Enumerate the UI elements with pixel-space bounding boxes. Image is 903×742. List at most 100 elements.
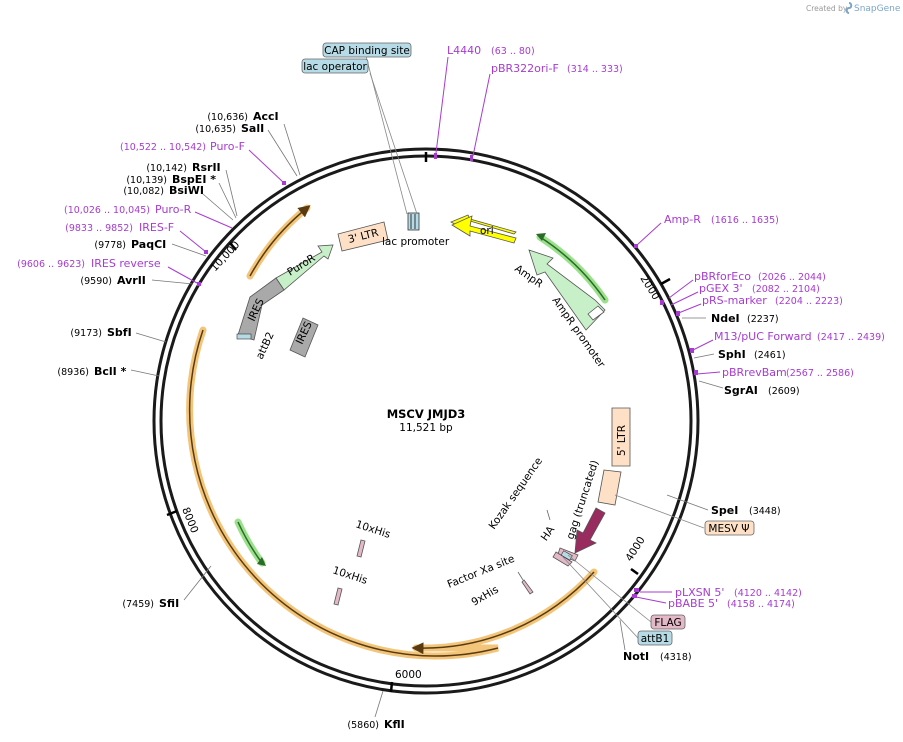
orf-arc-green-left xyxy=(234,518,266,567)
credit-brand: SnapGene xyxy=(854,4,901,14)
primer-pbrforeco-range: (2026 .. 2044) xyxy=(758,272,826,283)
primer-l4440-range: (63 .. 80) xyxy=(491,46,535,57)
tick-label-10000: 10,000 xyxy=(208,239,242,274)
site-paqci: (9778) PaqCI xyxy=(94,238,207,257)
his9-label: 9xHis xyxy=(470,584,501,609)
tick-10000: 10,000 xyxy=(208,239,242,274)
cap-binding-site: CAP binding site xyxy=(322,42,412,215)
site-paqci-name: PaqCI xyxy=(131,238,166,251)
primer-puro-f: (10,522 .. 10,542) Puro-F xyxy=(120,140,286,185)
site-acci: (10,636) AccI xyxy=(207,110,301,176)
site-avrii-name: AvrII xyxy=(117,274,146,287)
site-bcli-name: BclI * xyxy=(94,365,127,378)
site-kfli: (5860) KflI xyxy=(347,690,405,731)
tick-6000: 6000 xyxy=(389,669,422,693)
his10-feature-1: 10xHis xyxy=(354,518,392,558)
site-sphi-pos: (2461) xyxy=(754,350,786,361)
plasmid-name: MSCV JMJD3 xyxy=(387,407,466,421)
primer-pbr322ori-f-name: pBR322ori-F xyxy=(491,62,559,75)
primer-prs-marker: pRS-marker (2204 .. 2223) xyxy=(660,294,843,316)
gag-feature: gag (truncated) xyxy=(564,459,606,554)
flag-label: FLAG xyxy=(654,617,681,629)
site-spei-pos: (3448) xyxy=(749,506,781,517)
lac-promoter-feature: lac promoter xyxy=(382,212,450,248)
site-sali-name: SalI xyxy=(241,122,264,135)
site-bspei: (10,139) BspEI * xyxy=(126,173,237,219)
kozak-label: Kozak sequence xyxy=(487,455,545,531)
ires-feature-2: IRES xyxy=(289,317,319,358)
ori-feature: ori xyxy=(450,214,517,244)
factorxa-label: Factor Xa site xyxy=(446,553,517,591)
primer-pbabe5-name: pBABE 5' xyxy=(668,597,718,610)
primer-ires-reverse-name: IRES reverse xyxy=(91,257,161,270)
primer-puro-f-range: (10,522 .. 10,542) xyxy=(120,142,206,153)
site-rsrii: (10,142) RsrII xyxy=(146,161,238,217)
orf-arc-bottom xyxy=(411,568,598,655)
primer-amp-r: Amp-R (1616 .. 1635) xyxy=(634,213,779,248)
tick-2000: 2000 xyxy=(637,273,671,302)
site-sgrai-pos: (2609) xyxy=(768,386,800,397)
tick-label-8000: 8000 xyxy=(179,506,200,535)
orf-arc-large xyxy=(186,326,499,660)
primer-ires-f-range: (9833 .. 9852) xyxy=(65,223,133,234)
primer-ires-reverse: (9606 .. 9623) IRES reverse xyxy=(17,257,201,286)
cap-binding-site-label: CAP binding site xyxy=(324,45,410,57)
site-sbfi-pos: (9173) xyxy=(70,328,102,339)
primer-pbabe5: pBABE 5' (4158 .. 4174) xyxy=(632,594,795,610)
site-paqci-pos: (9778) xyxy=(94,240,126,251)
mesv-psi-label: MESV Ψ xyxy=(708,523,749,535)
site-bsiwi-pos: (10,082) xyxy=(123,186,164,197)
site-ndei-pos: (2237) xyxy=(747,314,779,325)
site-sphi: SphI (2461) xyxy=(693,348,786,361)
attb1: attB1 xyxy=(561,555,673,646)
site-bspei-name: BspEI * xyxy=(172,173,216,186)
mesv-psi: MESV Ψ xyxy=(614,494,755,536)
site-ndei: NdeI (2237) xyxy=(682,312,779,325)
site-acci-pos: (10,636) xyxy=(207,112,248,123)
primer-l4440: L4440 (63 .. 80) xyxy=(434,44,535,159)
primer-puro-r-name: Puro-R xyxy=(155,203,192,216)
primer-puro-f-name: Puro-F xyxy=(210,140,245,153)
site-noti: NotI (4318) xyxy=(619,619,692,663)
site-sali-pos: (10,635) xyxy=(195,124,236,135)
lac-operator-label: lac operator xyxy=(303,61,367,73)
flag: FLAG xyxy=(567,554,686,630)
primer-amp-r-range: (1616 .. 1635) xyxy=(711,215,779,226)
primer-ires-f-name: IRES-F xyxy=(139,221,174,234)
primer-pbrforeco: pBRforEco (2026 .. 2044) xyxy=(668,270,826,299)
primer-plxsn5: pLXSN 5' (4120 .. 4142) xyxy=(634,586,802,599)
primer-pbabe5-range: (4158 .. 4174) xyxy=(727,599,795,610)
primer-ires-f: (9833 .. 9852) IRES-F xyxy=(65,221,208,254)
tick-label-4000: 4000 xyxy=(623,535,647,564)
primer-pbrforeco-name: pBRforEco xyxy=(694,270,751,283)
site-bcli-pos: (8936) xyxy=(57,367,89,378)
site-spei-name: SpeI xyxy=(711,504,738,517)
site-avrii: (9590) AvrII xyxy=(80,274,194,287)
site-sbfi-name: SbfI xyxy=(107,326,132,339)
site-bsiwi-name: BsiWI xyxy=(169,184,204,197)
his10-label-2: 10xHis xyxy=(331,564,369,586)
plasmid-size: 11,521 bp xyxy=(399,422,453,434)
primer-prs-marker-range: (2204 .. 2223) xyxy=(775,296,843,307)
site-bcli: (8936) BclI * xyxy=(57,365,160,378)
primer-ires-reverse-range: (9606 .. 9623) xyxy=(17,259,85,270)
lac-operator: lac operator xyxy=(301,58,418,215)
ha-label: HA xyxy=(539,523,558,543)
primer-m13puc-forward: M13/pUC Forward (2417 .. 2439) xyxy=(690,330,885,353)
his10-feature-2: 10xHis xyxy=(331,564,369,606)
tick-label-6000: 6000 xyxy=(395,669,422,681)
site-noti-name: NotI xyxy=(623,650,649,663)
site-sbfi: (9173) SbfI xyxy=(70,326,167,343)
primer-pbrrevbam-name: pBRrevBam xyxy=(722,366,787,379)
tick-4000: 4000 xyxy=(623,535,648,576)
site-sali: (10,635) SalI xyxy=(195,122,298,177)
credit-prefix: Created by xyxy=(806,4,848,13)
orf-arc-top-left xyxy=(246,204,311,280)
primer-pbrrevbam-range: (2567 .. 2586) xyxy=(786,368,854,379)
primer-amp-r-name: Amp-R xyxy=(664,213,701,226)
site-avrii-pos: (9590) xyxy=(80,276,112,287)
ltr3-feature: 3' LTR xyxy=(337,221,389,252)
primer-pbr322ori-f-range: (314 .. 333) xyxy=(567,64,623,75)
site-sgrai: SgrAI (2609) xyxy=(698,380,800,397)
